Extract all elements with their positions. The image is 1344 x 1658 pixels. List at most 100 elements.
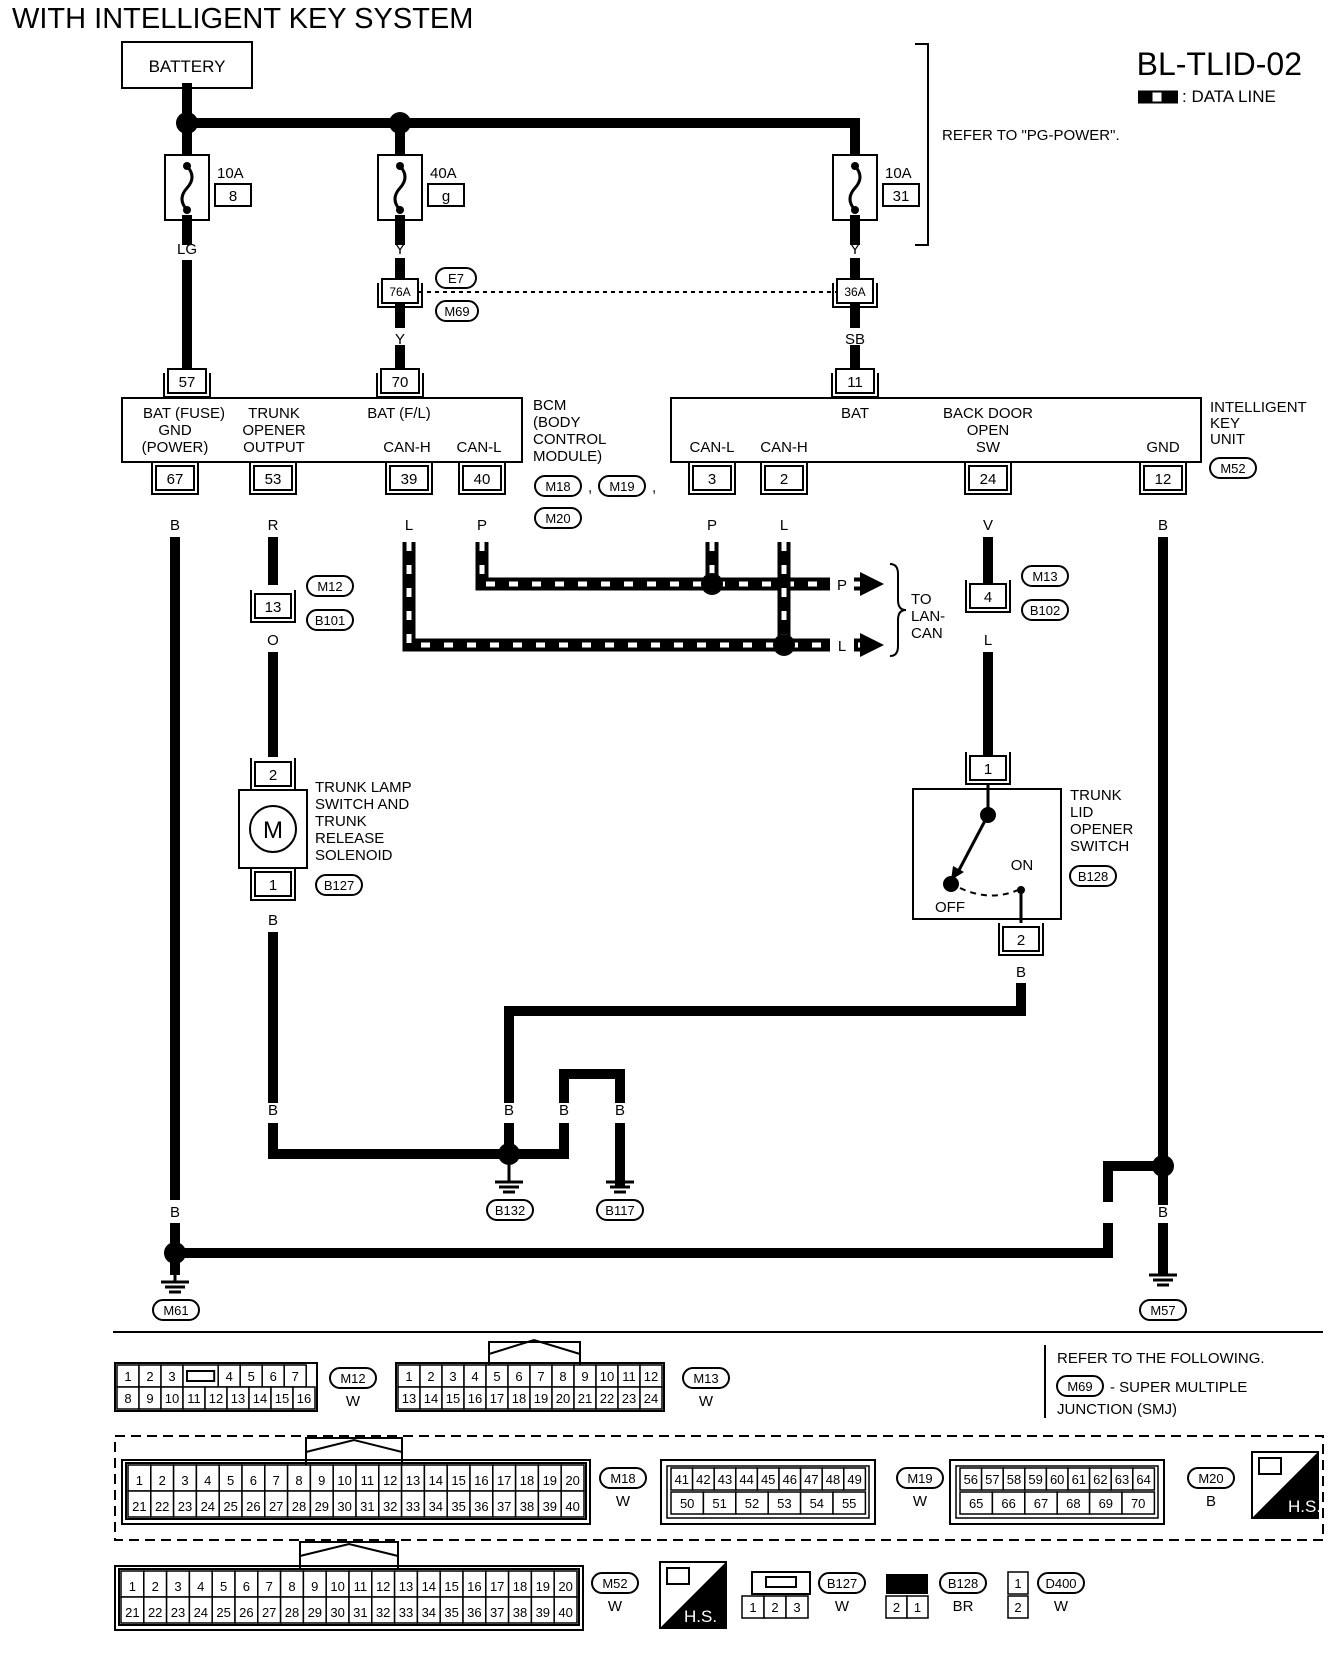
pin-m18-15: 15 (446, 1464, 471, 1492)
svg-text:21: 21 (125, 1605, 139, 1620)
svg-text:3: 3 (168, 1369, 175, 1384)
svg-text:M19: M19 (609, 479, 634, 494)
svg-text:10: 10 (165, 1391, 179, 1406)
svg-text:38: 38 (520, 1499, 534, 1514)
pin-d400-1: 1 (1007, 1571, 1029, 1595)
pin-m12-10: 10 (160, 1386, 184, 1410)
ground-m57: M57 (1139, 1273, 1187, 1321)
svg-text:24: 24 (194, 1605, 208, 1620)
svg-text:54: 54 (810, 1496, 824, 1511)
svg-text:CONTROL: CONTROL (533, 431, 606, 448)
pin-m13-11: 11 (617, 1364, 641, 1388)
wire-color-b-m57b: B (1158, 1204, 1168, 1221)
conn-label-m52 (591, 1572, 639, 1594)
svg-text:3: 3 (708, 471, 716, 488)
bcm-module: 57 70 BAT (FUSE) GND (POWER) TRUNK OPENE… (121, 368, 656, 529)
pin-m52-26: 26 (234, 1596, 259, 1624)
conn-color-m18: W (616, 1493, 631, 1510)
pin-m19-50: 50 (670, 1491, 705, 1515)
pin-m52-34: 34 (416, 1596, 441, 1624)
svg-text:64: 64 (1136, 1472, 1150, 1487)
svg-text:8: 8 (288, 1579, 295, 1594)
svg-text:62: 62 (1093, 1472, 1107, 1487)
pin-m19-49: 49 (843, 1467, 867, 1491)
pin-m52-39: 39 (530, 1596, 555, 1624)
svg-text:BAT (F/L): BAT (F/L) (367, 405, 431, 422)
conn-color-m19: W (913, 1493, 928, 1510)
refer-following-line1: REFER TO THE FOLLOWING. (1057, 1350, 1265, 1367)
svg-text:M52: M52 (1220, 461, 1245, 476)
wire-color-l39: L (405, 517, 413, 534)
svg-text:56: 56 (964, 1472, 978, 1487)
svg-text:INTELLIGENT: INTELLIGENT (1210, 399, 1307, 416)
pin-m19-48: 48 (821, 1467, 845, 1491)
pin-m19-47: 47 (799, 1467, 823, 1491)
svg-text:35: 35 (451, 1499, 465, 1514)
svg-text:36: 36 (474, 1499, 488, 1514)
svg-text:53: 53 (777, 1496, 791, 1511)
pin-m13-9: 9 (573, 1364, 597, 1388)
pin-m20-62: 62 (1088, 1467, 1112, 1491)
pin-b127-1: 1 (741, 1595, 765, 1619)
svg-text:CAN-H: CAN-H (383, 439, 431, 456)
svg-text:11: 11 (187, 1391, 201, 1406)
wire-color-p40: P (477, 517, 487, 534)
wire-color-y2: Y (395, 331, 405, 348)
pin-m20-56: 56 (959, 1467, 983, 1491)
pin-m52-18: 18 (507, 1570, 533, 1598)
pin-m52-16: 16 (462, 1570, 487, 1598)
conn-color-m20: B (1206, 1493, 1216, 1510)
pin-m52-1: 1 (120, 1570, 145, 1598)
refer-power-note: REFER TO "PG-POWER". (942, 127, 1120, 144)
ground-b132: B132 (486, 1180, 534, 1221)
pin-m18-11: 11 (355, 1464, 380, 1492)
pin-m52-15: 15 (439, 1570, 464, 1598)
pin-m18-23: 23 (172, 1490, 198, 1518)
pin-m13-2: 2 (419, 1364, 443, 1388)
pin-m20-59: 59 (1024, 1467, 1048, 1491)
pin-m20-64: 64 (1132, 1467, 1156, 1491)
pin-m52-8: 8 (279, 1570, 305, 1598)
pin-m13-12: 12 (639, 1364, 663, 1388)
pin-m18-6: 6 (241, 1464, 266, 1492)
refer-following-conn (1056, 1375, 1104, 1397)
wire-color-lg: LG (177, 241, 197, 258)
svg-text:40: 40 (474, 471, 491, 488)
svg-text:19: 19 (534, 1391, 548, 1406)
wire-color-p3: P (707, 517, 717, 534)
svg-text:31: 31 (893, 188, 910, 205)
data-line-legend-label: : DATA LINE (1182, 87, 1276, 106)
wire-color-sb: SB (845, 331, 865, 348)
svg-text:49: 49 (847, 1472, 861, 1487)
motor-symbol: M (263, 817, 283, 844)
pin-m13-21: 21 (573, 1386, 597, 1410)
svg-text:10A: 10A (885, 165, 912, 182)
pin-m12-4: 4 (217, 1364, 241, 1388)
svg-text:8: 8 (559, 1369, 566, 1384)
joint-connector-e7-m69: 76A 36A E7 M69 (377, 267, 878, 322)
svg-text:50: 50 (680, 1496, 694, 1511)
svg-text:M20: M20 (545, 511, 570, 526)
ground-m61 (152, 1299, 200, 1321)
pin-m18-26: 26 (241, 1490, 266, 1518)
svg-text:7: 7 (292, 1369, 299, 1384)
svg-text:1: 1 (405, 1369, 412, 1384)
trunk-release-solenoid: 2 M 1 TRUNK LAMP SWITCH AND TRUNK RELEAS… (238, 758, 412, 901)
wire-color-b-g2: B (559, 1102, 569, 1119)
svg-text:M13: M13 (1032, 569, 1057, 584)
pin-m52-37: 37 (485, 1596, 510, 1624)
wire-color-b-sw: B (1016, 964, 1026, 981)
conn-color-d400: W (1054, 1598, 1069, 1615)
svg-text:11: 11 (622, 1369, 636, 1384)
svg-text:2: 2 (269, 767, 277, 784)
pin-m18-36: 36 (469, 1490, 494, 1518)
svg-text:TRUNK LAMP: TRUNK LAMP (315, 779, 412, 796)
svg-text:16: 16 (474, 1473, 488, 1488)
svg-text:M69: M69 (1067, 1379, 1092, 1394)
svg-text:34: 34 (429, 1499, 443, 1514)
svg-text:46: 46 (783, 1472, 797, 1487)
svg-text:OPENER: OPENER (242, 422, 306, 439)
svg-text:3: 3 (793, 1600, 800, 1615)
svg-text:1: 1 (124, 1369, 131, 1384)
pin-m13-3: 3 (441, 1364, 465, 1388)
